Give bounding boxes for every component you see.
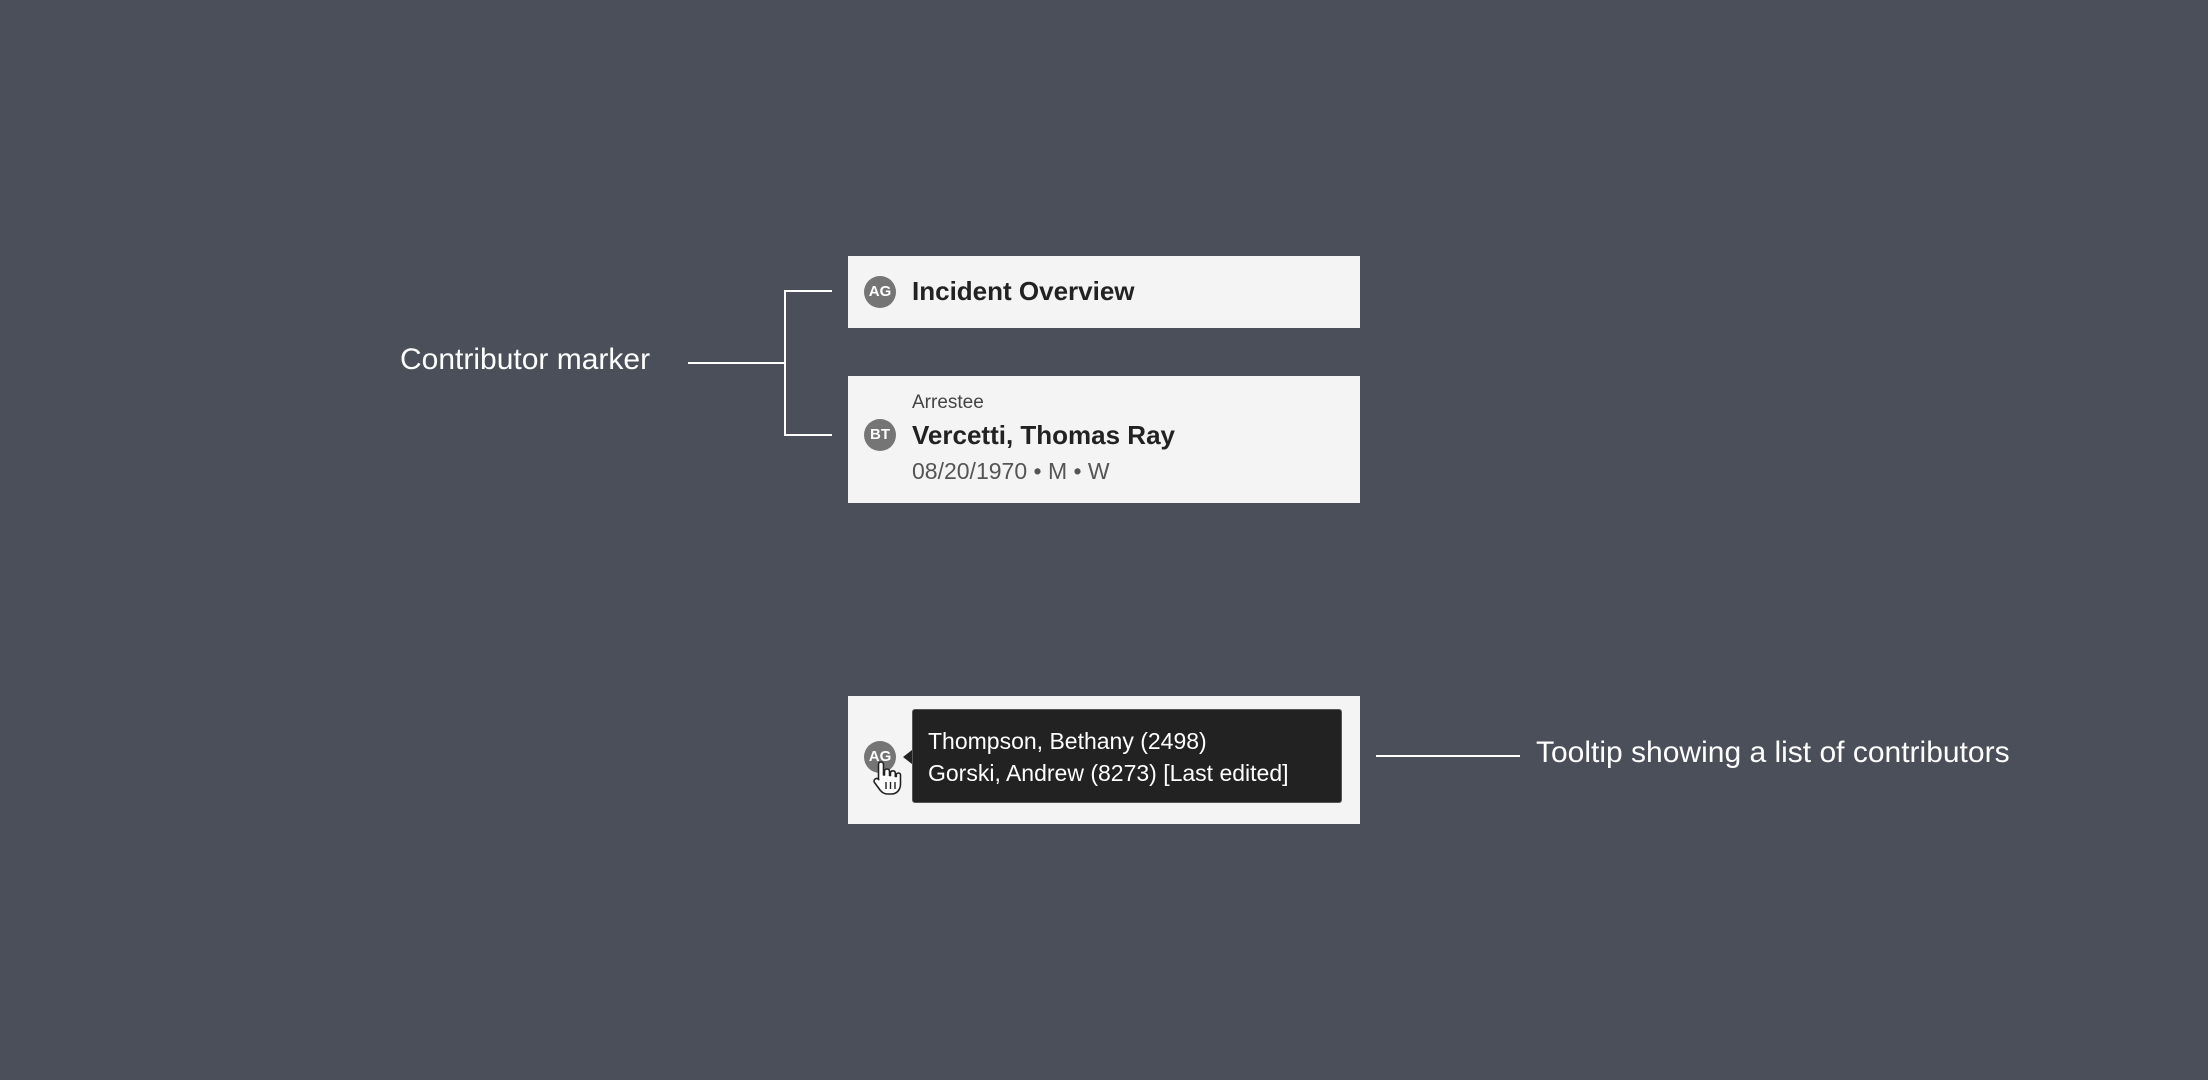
arrestee-card[interactable]: BT Arrestee Vercetti, Thomas Ray 08/20/1… [848, 376, 1360, 503]
annotation-bracket-vertical [784, 290, 786, 436]
contributor-avatar[interactable]: BT [864, 419, 896, 451]
contributors-tooltip: Thompson, Bethany (2498) Gorski, Andrew … [912, 709, 1342, 803]
contributor-entry: Thompson, Bethany (2498) [928, 728, 1207, 754]
arrestee-name: Vercetti, Thomas Ray [912, 420, 1175, 450]
contributor-entry: Gorski, Andrew (8273) [Last edited] [928, 760, 1289, 786]
contributor-avatar[interactable]: AG [864, 276, 896, 308]
incident-overview-card[interactable]: AG Incident Overview [848, 256, 1360, 328]
tooltip-arrow [903, 750, 912, 764]
tooltip-demo-card[interactable]: AG Thompson, Bethany (2498) Gorski, Andr… [848, 696, 1360, 824]
annotation-bracket-top-arm [784, 290, 832, 292]
card-title: Incident Overview [912, 276, 1135, 306]
annotation-bracket-bottom-arm [784, 434, 832, 436]
tooltip-annotation-connector [1376, 755, 1520, 757]
hand-pointer-icon [873, 761, 902, 795]
arrestee-details: 08/20/1970 • M • W [912, 458, 1110, 484]
annotation-connector-horizontal [688, 362, 785, 364]
contributor-marker-annotation: Contributor marker [400, 343, 651, 376]
tooltip-annotation: Tooltip showing a list of contributors [1536, 736, 2010, 769]
card-type-label: Arrestee [912, 392, 984, 413]
